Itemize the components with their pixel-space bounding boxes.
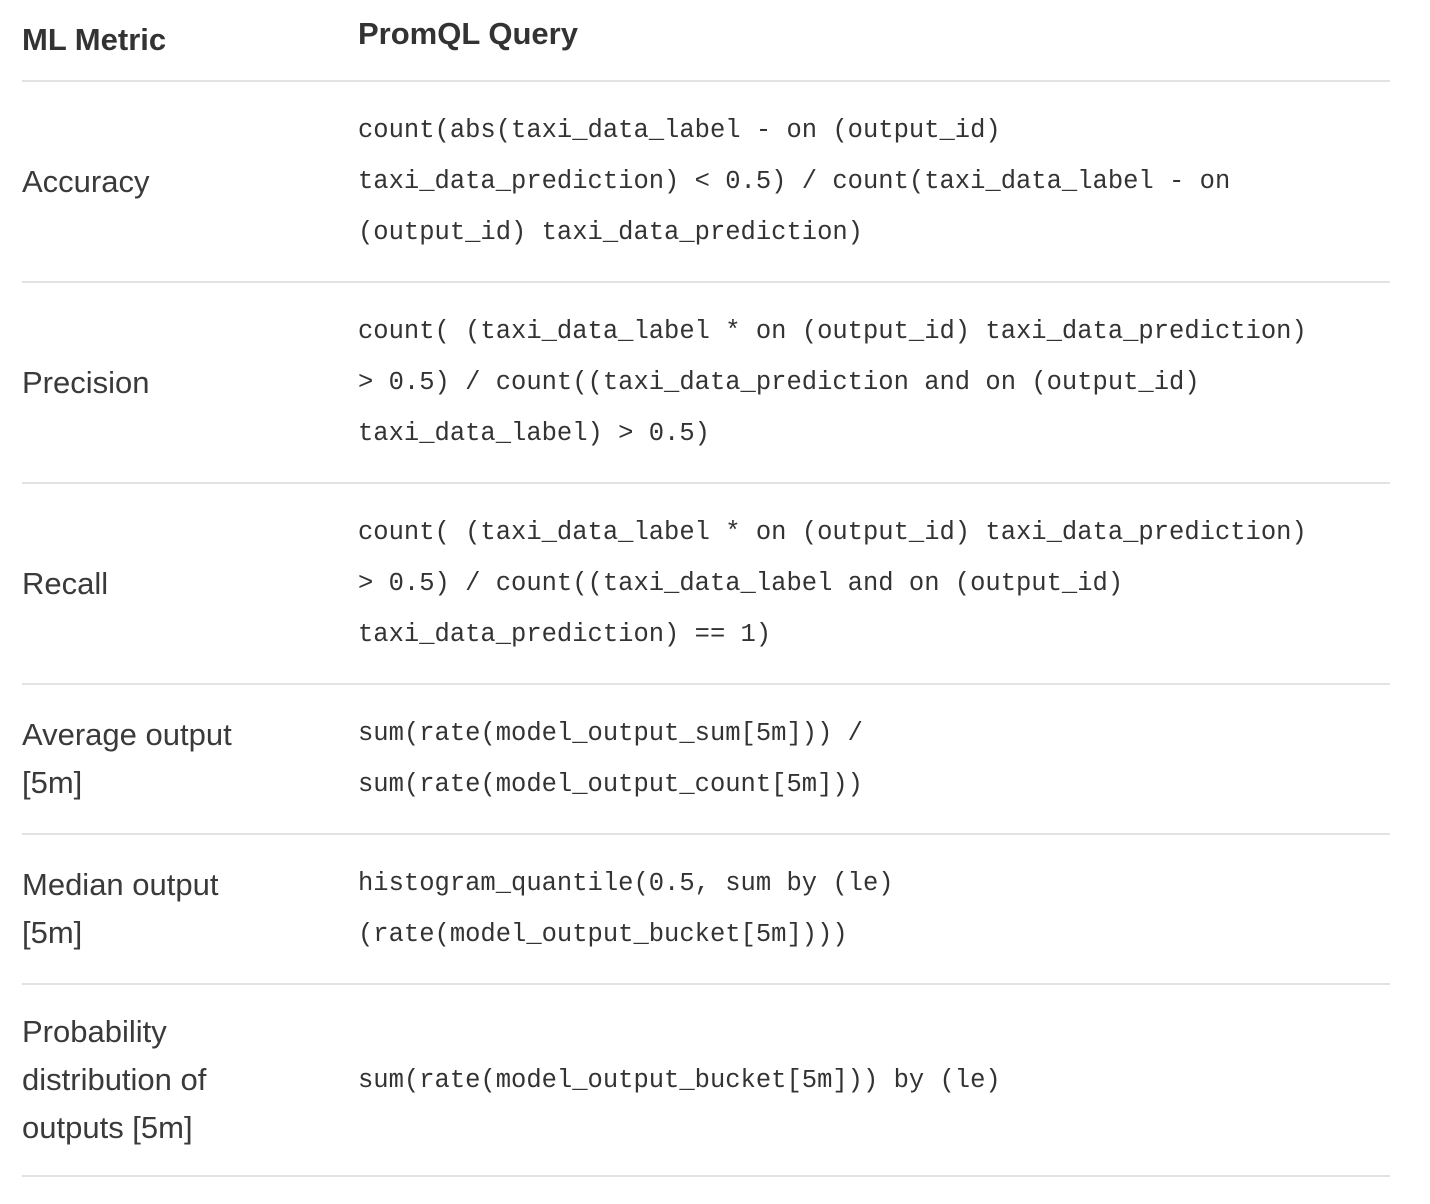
table-header-row: ML Metric PromQL Query (22, 0, 1390, 82)
promql-query: count( (taxi_data_label * on (output_id)… (358, 518, 1307, 649)
metric-name: Median output [5m] (22, 867, 219, 950)
promql-query: count(abs(taxi_data_label - on (output_i… (358, 116, 1231, 247)
table-row: Average output [5m] sum(rate(model_outpu… (22, 685, 1390, 835)
table-row: Probability distribution of outputs [5m]… (22, 985, 1390, 1177)
metric-name: Precision (22, 364, 150, 400)
table-row: Accuracy count(abs(taxi_data_label - on … (22, 82, 1390, 283)
promql-query: sum(rate(model_output_sum[5m])) / sum(ra… (358, 719, 863, 799)
header-ml-metric: ML Metric (22, 22, 167, 57)
table-row: Recall count( (taxi_data_label * on (out… (22, 484, 1390, 685)
promql-query: count( (taxi_data_label * on (output_id)… (358, 317, 1307, 448)
metrics-table: ML Metric PromQL Query Accuracy count(ab… (22, 0, 1390, 1177)
table-row: Median output [5m] histogram_quantile(0.… (22, 835, 1390, 985)
metric-name: Average output [5m] (22, 717, 232, 800)
header-promql-query: PromQL Query (358, 16, 578, 51)
promql-query: sum(rate(model_output_bucket[5m])) by (l… (358, 1065, 1001, 1095)
metric-name: Accuracy (22, 163, 150, 199)
promql-query: histogram_quantile(0.5, sum by (le) (rat… (358, 869, 894, 949)
metric-name: Probability distribution of outputs [5m] (22, 1014, 207, 1145)
metric-name: Recall (22, 565, 109, 601)
table-row: Precision count( (taxi_data_label * on (… (22, 283, 1390, 484)
